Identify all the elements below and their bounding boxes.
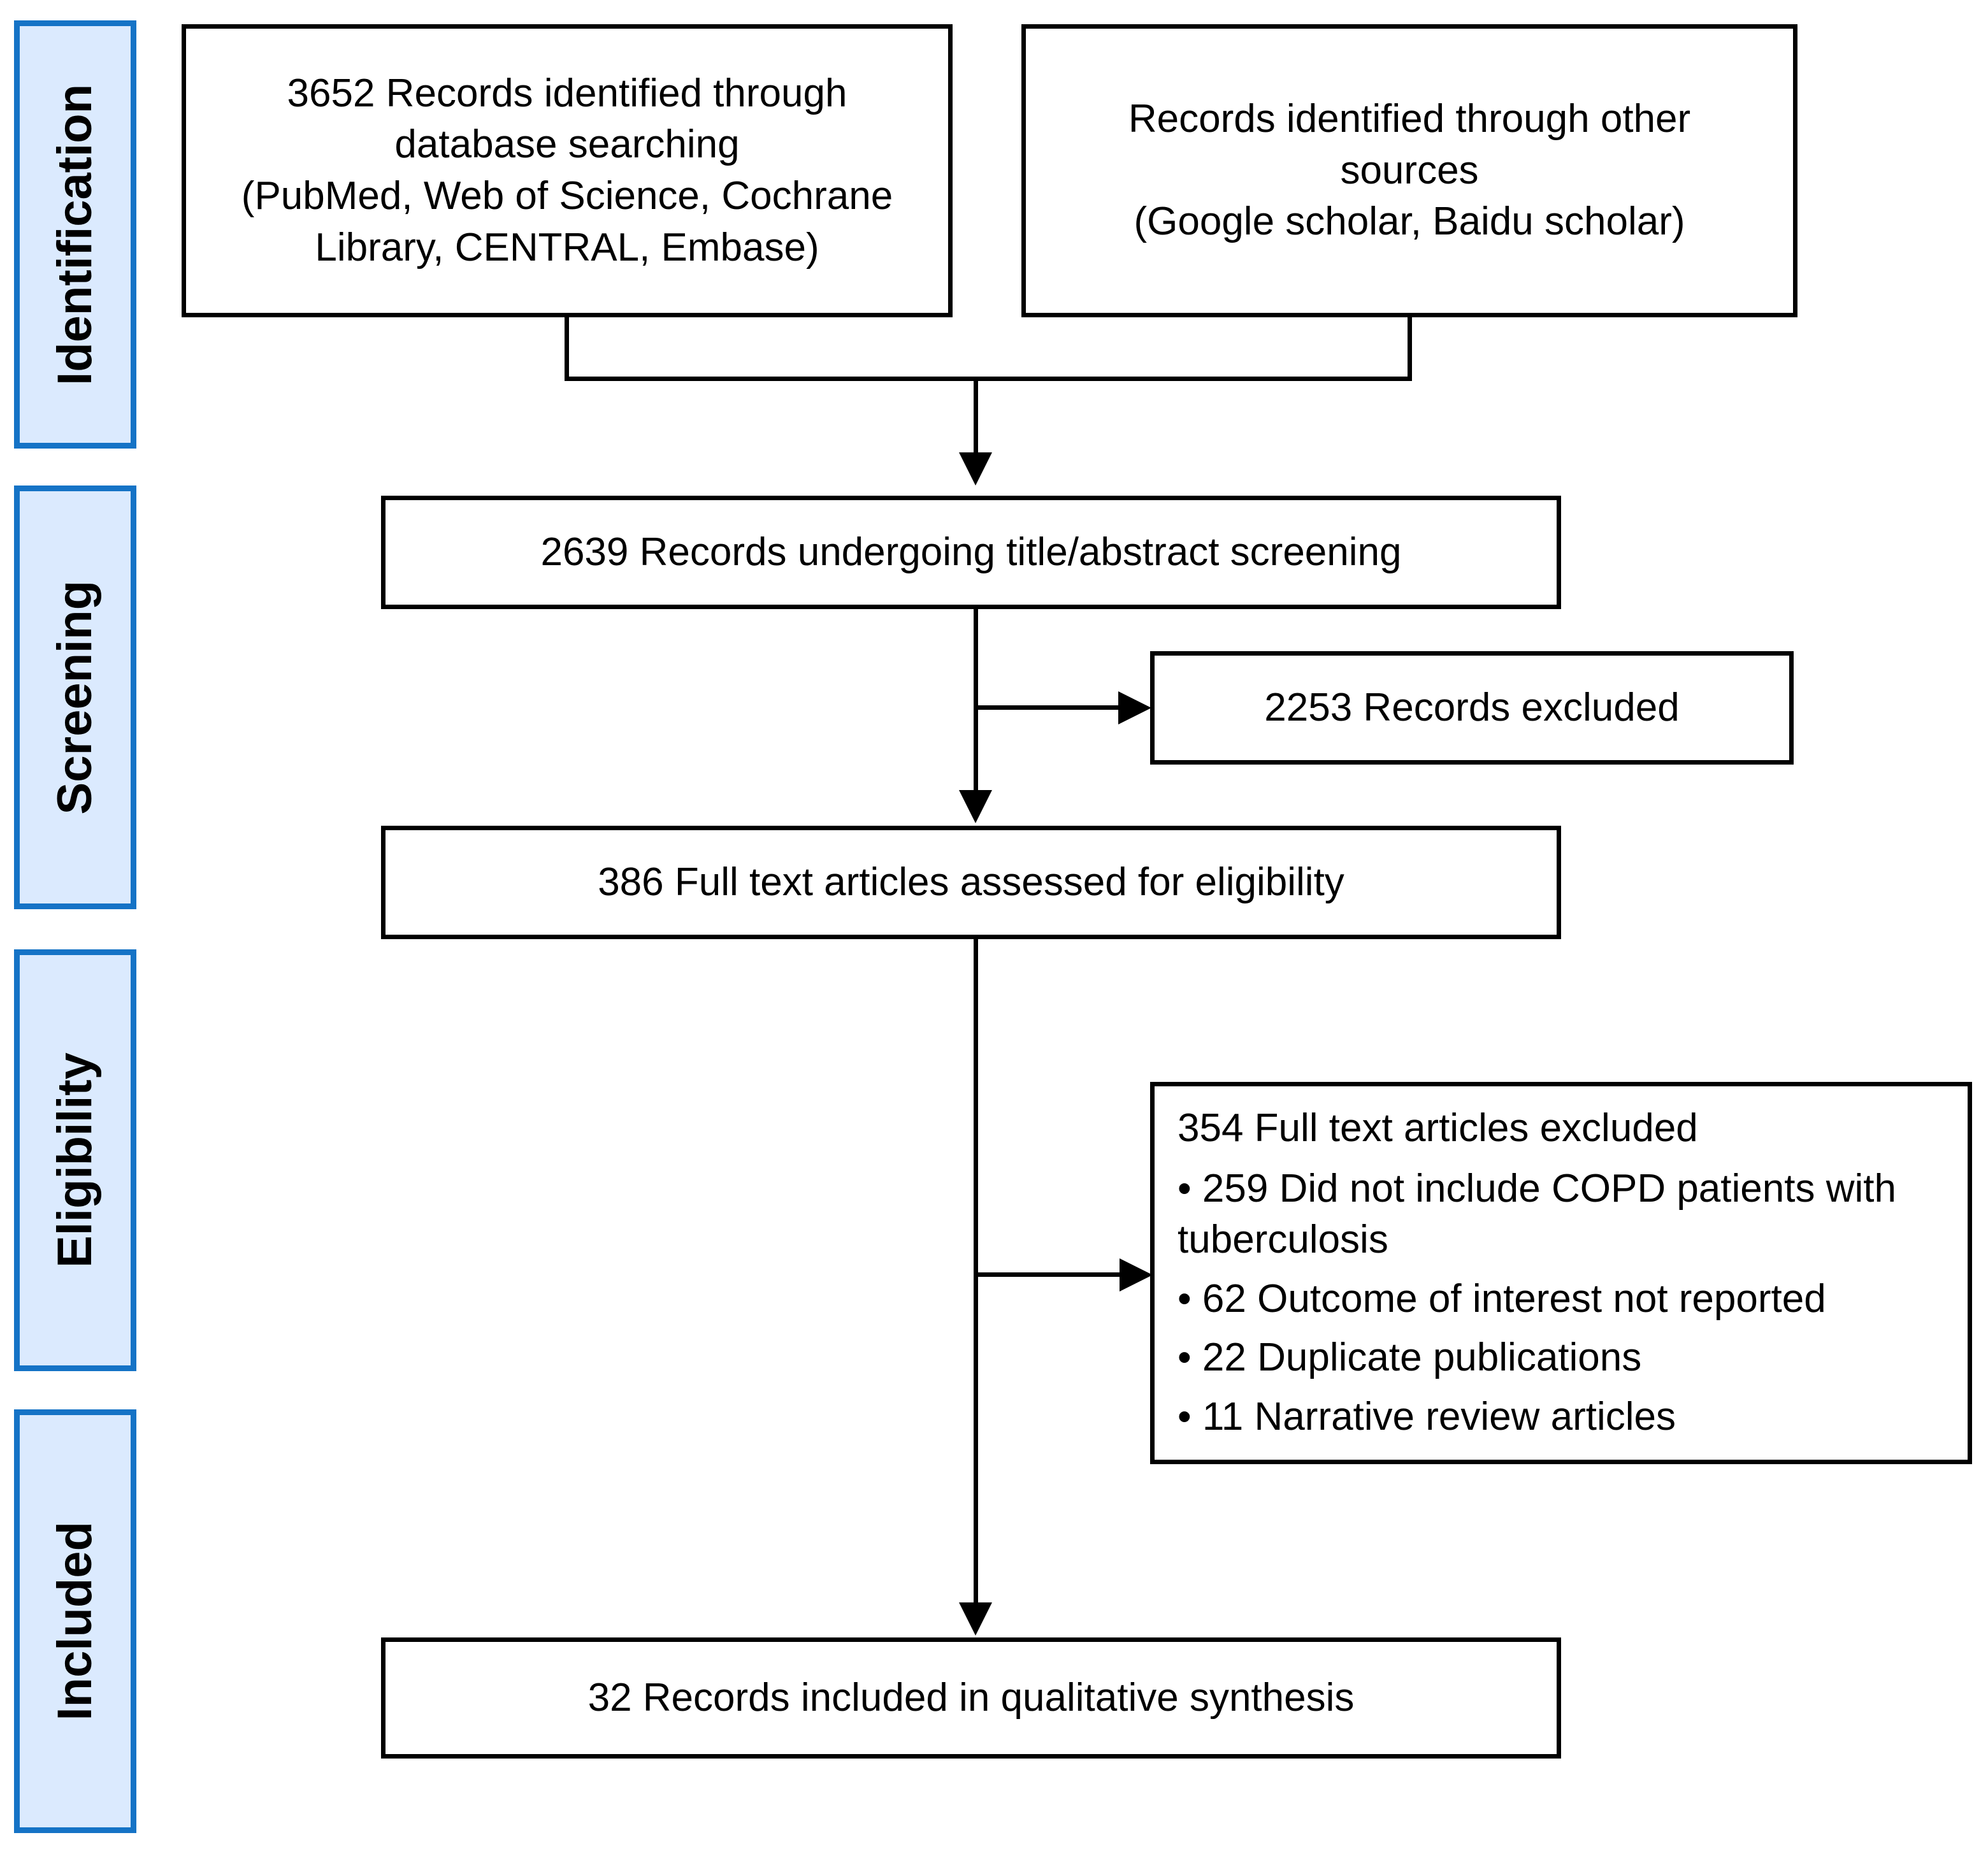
full-text-excluded-reason-2: • 62 Outcome of interest not reported: [1178, 1276, 1826, 1321]
node-full-text-assessed: 386 Full text articles assessed for elig…: [381, 826, 1561, 939]
node-full-text-excluded: 354 Full text articles excluded • 259 Di…: [1150, 1082, 1972, 1464]
phase-included-label: Included: [48, 1522, 102, 1721]
node-records-excluded: 2253 Records excluded: [1150, 651, 1794, 765]
connector-db-stem: [565, 317, 569, 381]
arrowhead-to-full-text: [959, 790, 992, 823]
other-sources-line3: (Google scholar, Baidu scholar): [1134, 199, 1685, 244]
arrowhead-to-records-excluded: [1118, 691, 1151, 724]
connector-merge-to-screening: [974, 377, 978, 456]
full-text-assessed-text: 386 Full text articles assessed for elig…: [598, 860, 1344, 904]
node-qualitative-synthesis: 32 Records included in qualitative synth…: [381, 1637, 1561, 1759]
connector-screening-trunk: [974, 609, 978, 794]
database-search-line1: 3652 Records identified through: [287, 71, 847, 115]
connector-merge-bar: [565, 377, 1412, 381]
other-sources-line1: Records identified through other: [1128, 97, 1691, 141]
connector-to-records-excluded: [974, 705, 1127, 710]
node-other-sources: Records identified through other sources…: [1021, 24, 1797, 317]
phase-screening: Screening: [14, 486, 136, 909]
node-database-search: 3652 Records identified through database…: [182, 24, 953, 317]
arrowhead-to-screening: [959, 452, 992, 486]
title-abstract-screening-text: 2639 Records undergoing title/abstract s…: [540, 529, 1402, 574]
arrowhead-to-full-text-excluded: [1120, 1258, 1153, 1291]
phase-screening-label: Screening: [48, 580, 102, 815]
connector-to-full-text-excluded: [974, 1272, 1127, 1277]
database-search-line2: database searching: [394, 122, 740, 167]
records-excluded-text: 2253 Records excluded: [1264, 685, 1680, 730]
database-search-line4: Library, CENTRAL, Embase): [315, 225, 819, 270]
full-text-excluded-reason-3: • 22 Duplicate publications: [1178, 1335, 1642, 1380]
phase-identification-label: Identification: [48, 83, 102, 385]
phase-eligibility: Eligibility: [14, 949, 136, 1371]
database-search-line3: (PubMed, Web of Science, Cochrane: [241, 174, 893, 218]
node-title-abstract-screening: 2639 Records undergoing title/abstract s…: [381, 496, 1561, 609]
other-sources-line2: sources: [1340, 148, 1479, 192]
phase-eligibility-label: Eligibility: [48, 1053, 102, 1268]
full-text-excluded-reason-1: • 259 Did not include COPD patients with…: [1178, 1166, 1896, 1262]
arrowhead-to-included: [959, 1602, 992, 1636]
full-text-excluded-reason-4: • 11 Narrative review articles: [1178, 1394, 1676, 1439]
phase-included: Included: [14, 1409, 136, 1833]
connector-other-stem: [1408, 317, 1412, 381]
phase-identification: Identification: [14, 20, 136, 449]
qualitative-synthesis-text: 32 Records included in qualitative synth…: [587, 1675, 1355, 1720]
full-text-excluded-heading: 354 Full text articles excluded: [1178, 1106, 1698, 1150]
